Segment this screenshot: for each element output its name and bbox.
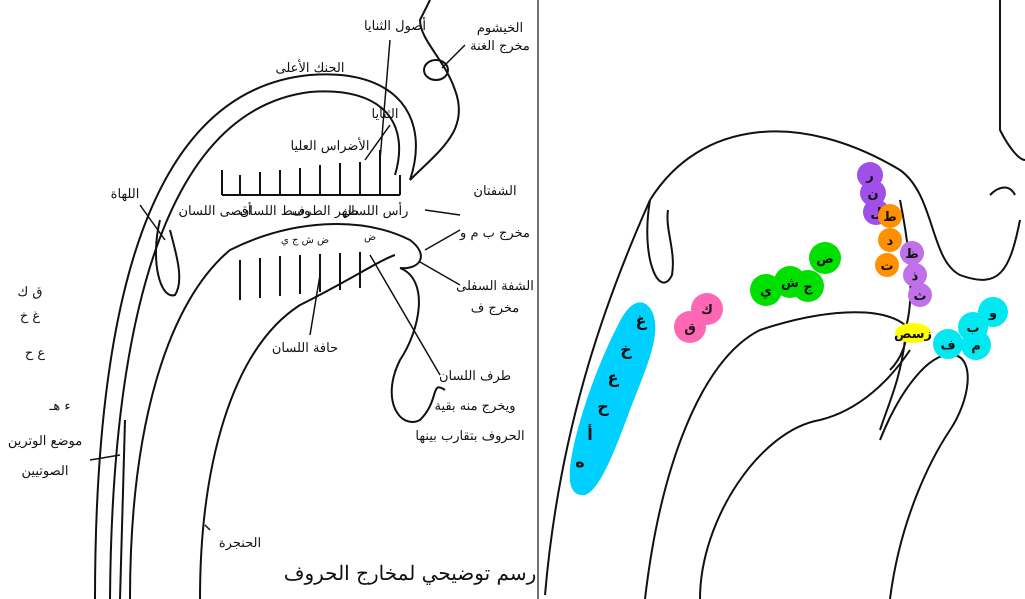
letter-throat-3: ح — [597, 397, 609, 416]
label-throat-mid: ع ح — [25, 346, 46, 361]
letter-throat-0: غ — [636, 311, 648, 330]
group-lips: وبم ف — [933, 297, 1008, 360]
label-tongue-letters: ض ش ج ي — [281, 235, 329, 246]
group-sibilants: زسص — [894, 323, 932, 343]
label-throat-top: غ خ — [20, 309, 41, 324]
palate-arch-middle — [110, 91, 399, 599]
label-tongue-far: أقصى اللسان — [178, 202, 251, 219]
tongue-lower — [700, 350, 910, 599]
label-larynx: الحنجرة — [219, 536, 261, 551]
letter-middle-tongue-2: ش — [781, 276, 799, 291]
letter-throat-4: أ — [587, 424, 592, 444]
label-lips: الشفتان — [473, 184, 516, 199]
label-upper-palate: الحنك الأعلى — [276, 59, 345, 76]
letter-qaf-kaf-1: ق — [684, 321, 696, 336]
letter-lips-3: ف — [940, 338, 955, 353]
letter-lips-0: و — [988, 306, 997, 321]
label-vocal-folds: موضع الوترين — [8, 434, 82, 449]
label-vocal-folds-2: الصوتيين — [22, 464, 69, 479]
label-incisors: الثنايا — [372, 107, 399, 122]
nostril — [990, 188, 1015, 196]
group-tha-dhal: ظذث — [900, 241, 932, 307]
label-uvula: اللهاة — [111, 187, 140, 202]
label-tongue-edge-2: ويخرج منه بقية — [434, 399, 515, 414]
letter-throat-1: خ — [620, 340, 632, 359]
label-tongue-throat: حافة اللسان — [272, 341, 338, 356]
letter-ra-nun-lam-0: ر — [865, 169, 873, 184]
letter-tha-dhal-1: ذ — [912, 269, 919, 284]
letter-tha-dhal-2: ث — [913, 289, 926, 304]
letter-tha-dhal-0: ظ — [905, 247, 919, 262]
letter-throat-2: ع — [608, 368, 620, 387]
tongue-top — [645, 312, 906, 599]
label-nasal-outlet: مخرج الغنة — [470, 39, 530, 54]
label-tongue-side: ض — [364, 232, 376, 243]
letter-throat-5: ه — [575, 452, 584, 471]
group-qaf-kaf: كق — [674, 293, 723, 343]
letters-sibilants: زسص — [894, 327, 932, 342]
letter-lips-1: ب — [966, 321, 979, 336]
label-lower-lip-outlet: مخرج ف — [471, 301, 520, 316]
lower-teeth — [240, 252, 360, 300]
letter-ta-dal-2: ت — [880, 259, 893, 274]
tongue-outline — [130, 224, 421, 599]
letter-lips-2: م — [971, 339, 981, 354]
label-upper-molars: الأضراس العليا — [291, 137, 370, 154]
letter-ra-nun-lam-1: ن — [867, 187, 878, 202]
throat-line — [120, 420, 125, 599]
label-tongue-edge-1: طرف اللسان — [439, 369, 511, 384]
right-outline — [545, 0, 1025, 599]
letter-qaf-kaf-0: ك — [701, 303, 713, 318]
label-incisor-roots: أصول الثنايا — [364, 17, 426, 34]
nose-contour — [1000, 0, 1025, 160]
upper-teeth — [222, 150, 400, 195]
diagram-title: رسم توضيحي لمخارج الحروف — [284, 561, 537, 585]
letter-middle-tongue-3: ي — [760, 284, 772, 299]
nasal-ring — [424, 60, 448, 80]
letter-ta-dal-0: ط — [883, 210, 897, 225]
letter-ta-dal-1: د — [887, 234, 894, 249]
letter-middle-tongue-1: ج — [803, 280, 813, 295]
label-lower-lip: الشفة السفلى — [456, 279, 534, 294]
label-lips-outlet: مخرج ب م و — [459, 226, 530, 241]
group-ta-dal: طدت — [875, 204, 902, 277]
uvula-loop — [647, 200, 673, 283]
label-nasal-cavity: الخيشوم — [477, 21, 523, 36]
label-tongue-edge-3: الحروف بتقارب بينها — [415, 429, 524, 444]
label-throat-qaf: ق ك — [18, 285, 43, 300]
letter-middle-tongue-0: ض — [816, 252, 834, 267]
label-throat-low: ء هـ — [49, 399, 71, 414]
